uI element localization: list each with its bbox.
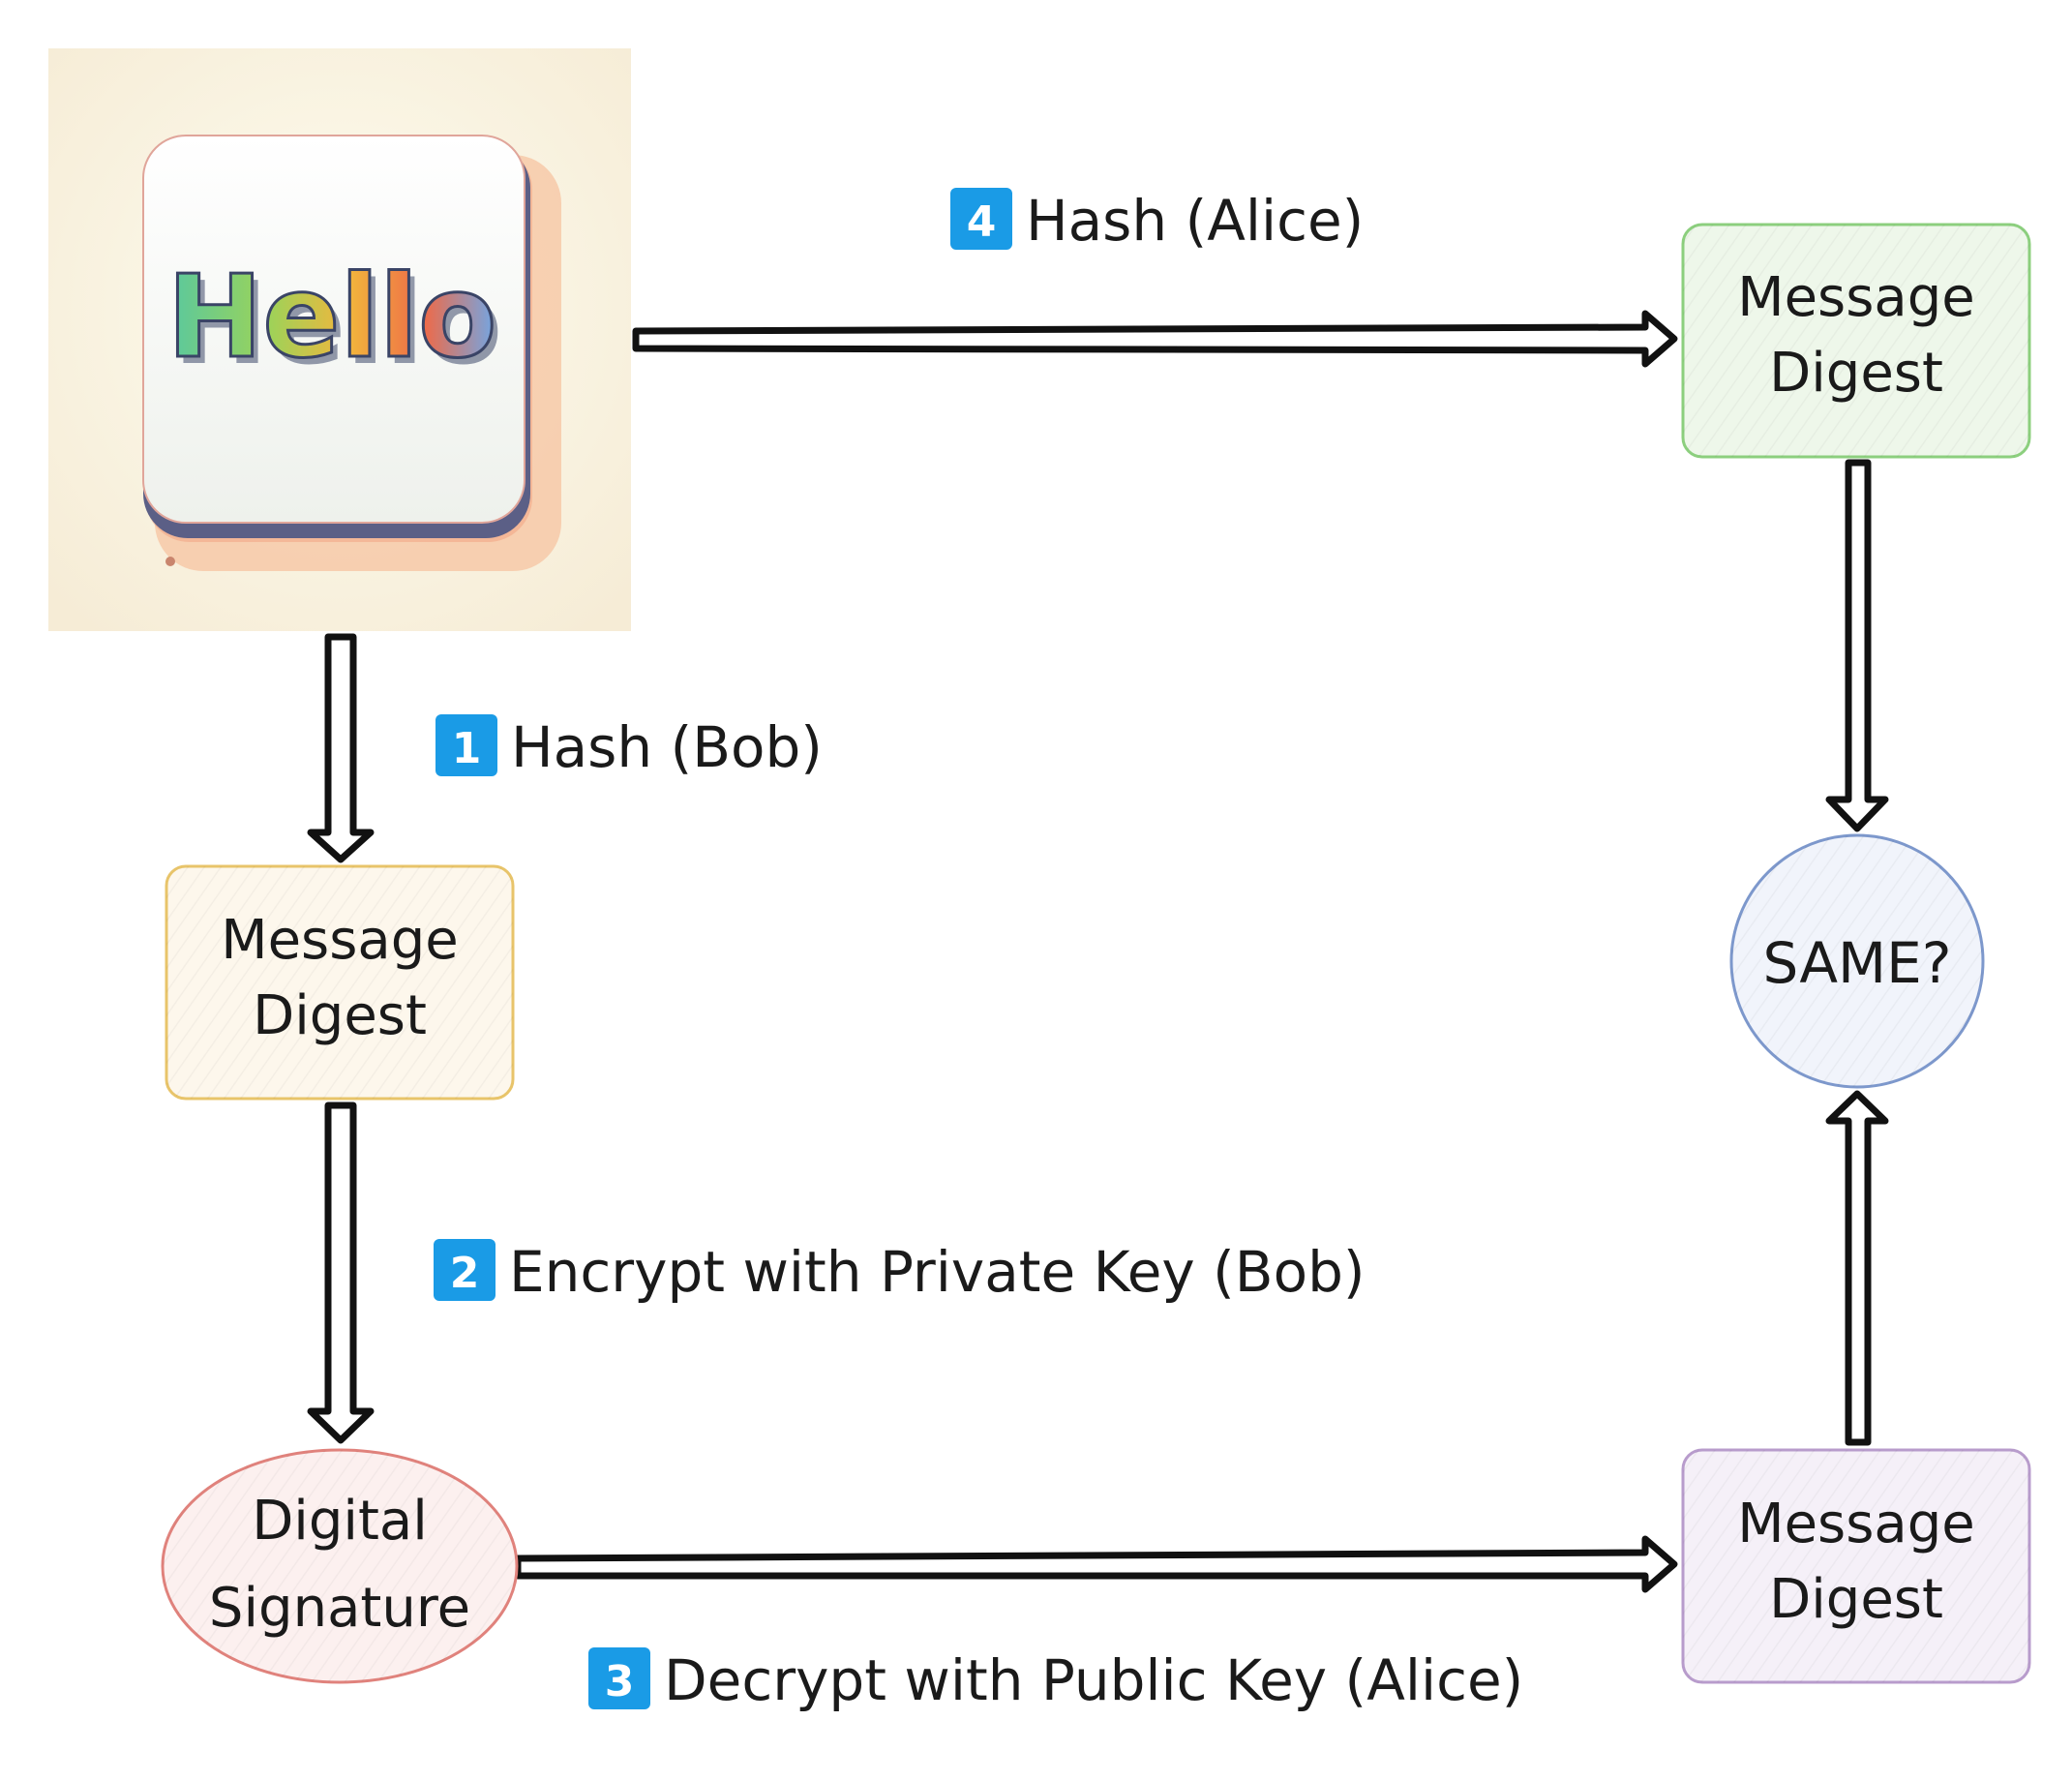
step-4-number: 4: [967, 197, 997, 247]
hello-word-shadow: Hello: [173, 257, 503, 390]
step-2-badge: [434, 1239, 495, 1301]
arrow-digest-to-same-up: [1825, 1090, 1889, 1446]
arrow-digest-to-same-down: [1825, 459, 1889, 832]
message-digest-bob-line1: Message: [221, 909, 458, 972]
step-3-text: Decrypt with Public Key (Alice): [664, 1647, 1523, 1713]
step-1-badge: [435, 714, 497, 776]
step-4-label: 4 Hash (Alice): [950, 188, 1364, 254]
step-2-label: 2 Encrypt with Private Key (Bob): [434, 1239, 1366, 1305]
digital-signature-line1: Digital: [252, 1490, 428, 1553]
message-digest-alice-hash-node: Message Digest: [1681, 223, 2031, 459]
message-digest-alice-decrypt-node: Message Digest: [1681, 1448, 2031, 1684]
message-digest-alice-decrypt-line2: Digest: [1769, 1568, 1943, 1631]
same-node: SAME?: [1729, 833, 1985, 1089]
arrow-encrypt-bob: [307, 1102, 375, 1444]
step-4-badge: [950, 188, 1012, 250]
same-label: SAME?: [1762, 930, 1951, 996]
step-2-text: Encrypt with Private Key (Bob): [509, 1239, 1366, 1305]
step-4-text: Hash (Alice): [1026, 188, 1364, 254]
step-1-text: Hash (Bob): [511, 714, 823, 780]
message-digest-alice-decrypt-line1: Message: [1737, 1493, 1974, 1555]
step-2-number: 2: [450, 1249, 480, 1298]
step-3-badge: [588, 1647, 650, 1709]
step-1-number: 1: [452, 724, 482, 773]
message-digest-bob-line2: Digest: [253, 984, 427, 1047]
step-1-label: 1 Hash (Bob): [435, 714, 823, 780]
arrow-hash-bob: [307, 633, 375, 863]
message-digest-bob-node: Message Digest: [165, 864, 515, 1101]
step-3-label: 3 Decrypt with Public Key (Alice): [588, 1647, 1523, 1713]
message-digest-alice-hash-line1: Message: [1737, 266, 1974, 329]
digital-signature-line2: Signature: [209, 1577, 470, 1640]
step-3-number: 3: [605, 1657, 635, 1706]
hello-word: Hello: [167, 250, 497, 383]
arrow-decrypt-alice: [514, 1535, 1678, 1593]
digital-signature-node: Digital Signature: [161, 1448, 519, 1684]
message-digest-alice-hash-line2: Digest: [1769, 342, 1943, 405]
arrow-hash-alice: [632, 310, 1678, 368]
hello-message-image: Hello Hello: [48, 48, 631, 631]
